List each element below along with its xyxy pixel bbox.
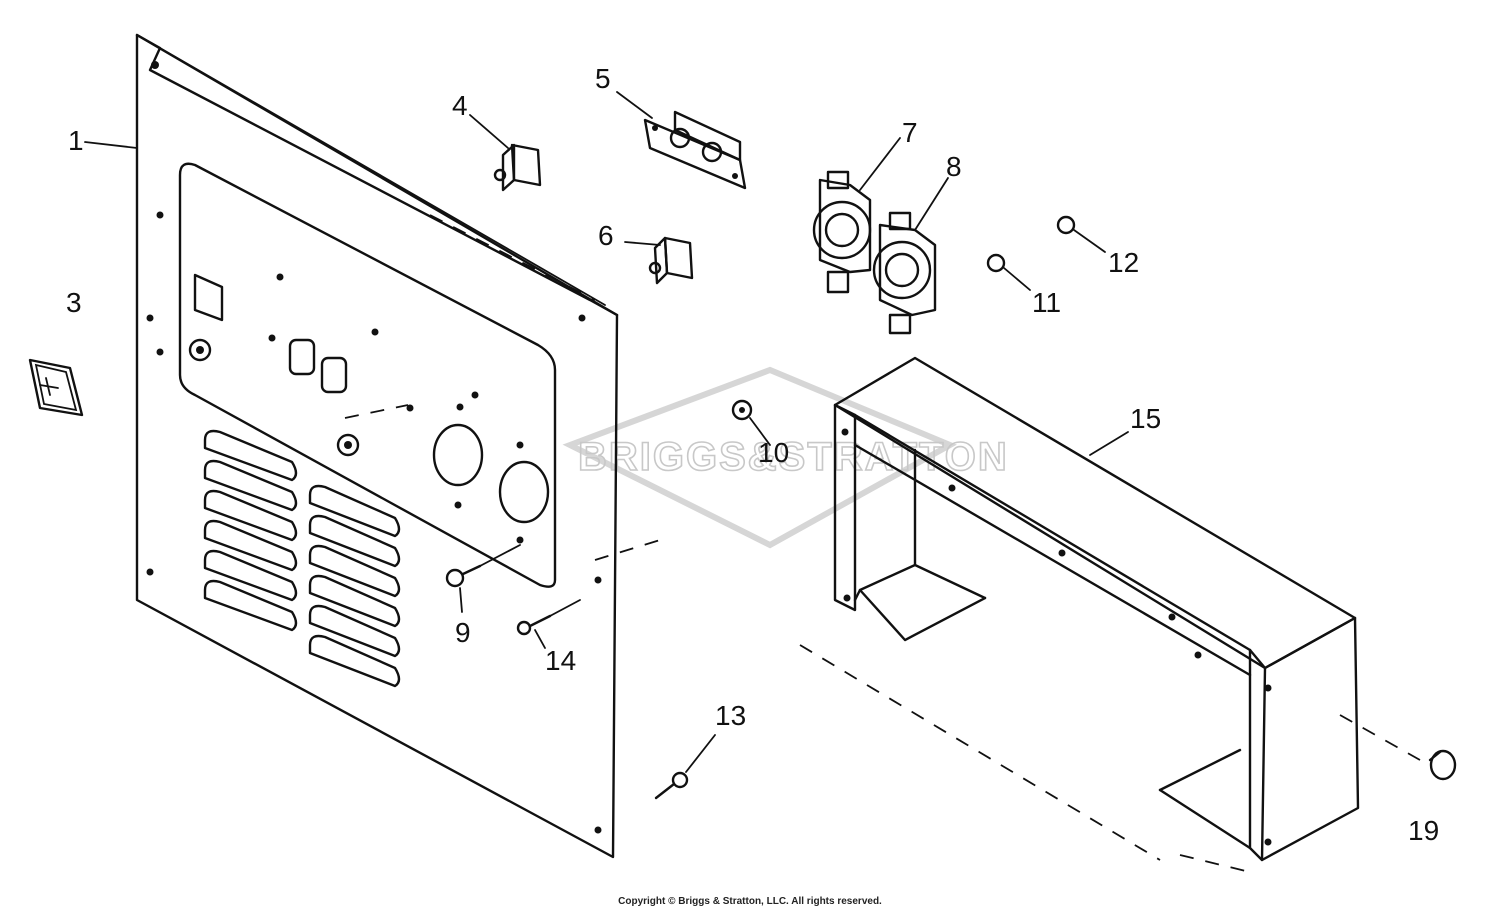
screw-part-9: [445, 544, 521, 613]
plug-part-19: [1428, 749, 1457, 781]
callout-8: 8: [946, 151, 962, 182]
grommet-part-10: [731, 399, 771, 446]
bezel-part-3: [28, 358, 84, 417]
callout-10: 10: [758, 437, 789, 468]
receptacle-part-8: [872, 177, 949, 335]
callout-7: 7: [902, 117, 918, 148]
receptacle-part-7: [812, 137, 901, 294]
circuit-breaker-part-6: [624, 236, 694, 285]
callout-11: 11: [1032, 287, 1061, 318]
callout-12: 12: [1108, 247, 1139, 278]
control-panel-part-1: [135, 33, 661, 859]
screw-part-14: [516, 599, 581, 649]
callout-14: 14: [545, 645, 576, 676]
copyright-notice: Copyright © Briggs & Stratton, LLC. All …: [618, 896, 882, 907]
callout-6: 6: [598, 220, 614, 251]
circuit-breaker-part-4: [469, 114, 542, 192]
screw-part-13: [654, 734, 716, 800]
housing-box-part-15: [799, 356, 1421, 873]
callout-5: 5: [595, 63, 611, 94]
brand-watermark: BRIGGS&STRATTON: [562, 366, 1009, 549]
callout-3: 3: [66, 287, 82, 318]
callout-1: 1: [68, 125, 84, 156]
callout-labels: 1 3 4 5 6 7 8 9 10 11 12 13 14 15 19: [66, 63, 1439, 846]
watermark-text: BRIGGS&STRATTON: [578, 435, 1009, 479]
nut-part-11: [986, 253, 1031, 291]
callout-15: 15: [1130, 403, 1161, 434]
callout-9: 9: [455, 617, 471, 648]
callout-4: 4: [452, 90, 468, 121]
duplex-receptacle-part-5: [616, 91, 747, 190]
callout-19: 19: [1408, 815, 1439, 846]
nut-part-12: [1056, 215, 1106, 253]
callout-13: 13: [715, 700, 746, 731]
